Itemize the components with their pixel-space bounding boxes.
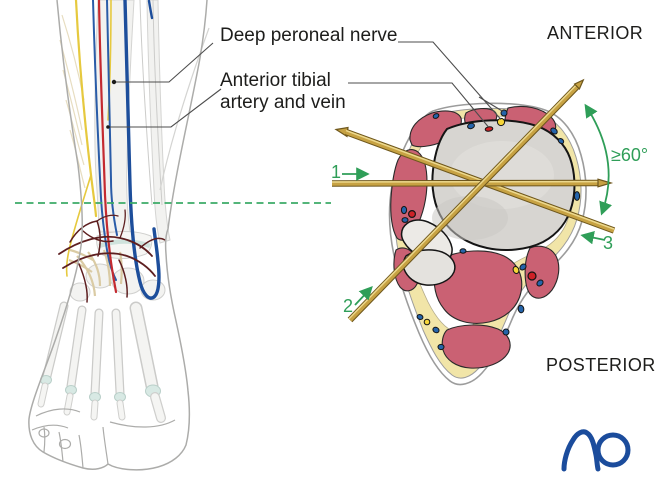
artery-dot — [484, 126, 494, 132]
anterior-tibial-vein-right — [106, 0, 118, 236]
vein-dot — [437, 343, 445, 351]
leg-outline — [28, 0, 208, 471]
cross-section — [388, 102, 587, 386]
anterior-tibial-artery — [97, 0, 118, 294]
short-vein — [147, 0, 154, 20]
label-pin-2: 2 — [343, 296, 354, 316]
leader-dot — [111, 79, 117, 85]
tibia-shading — [432, 196, 508, 240]
leader-deep-peroneal-left — [114, 42, 214, 83]
ao-logo-o — [595, 432, 631, 468]
fibula-ghost — [146, 0, 171, 244]
leader-lines — [106, 41, 504, 129]
nerve-dot — [423, 318, 431, 326]
green-annotations — [342, 103, 612, 306]
angle-arc — [584, 103, 612, 216]
vein-dot — [400, 205, 408, 215]
ao-logo-a — [561, 429, 601, 472]
pin-2 — [347, 78, 585, 323]
vein-dot — [502, 328, 510, 336]
toe-creases — [31, 408, 176, 469]
artery-dot — [408, 210, 417, 219]
tarsal-bone — [111, 267, 145, 295]
label-deep-peroneal-nerve: Deep peroneal nerve — [220, 25, 398, 46]
leg-vessels — [65, 0, 161, 300]
muscle-striations — [59, 14, 86, 189]
vein-dot — [517, 304, 525, 314]
metatarsals — [42, 301, 159, 398]
superficial-peroneal-nerve — [74, 0, 98, 218]
muscle-right-lower — [524, 245, 560, 299]
anterior-tibial-vein-left — [92, 0, 117, 281]
vein-dot — [550, 127, 558, 135]
label-angle: ≥60° — [611, 145, 649, 165]
vein-dot — [557, 137, 565, 145]
nerve-dot — [496, 117, 506, 127]
arrow-pin-2 — [354, 286, 373, 306]
ankle-joint-space — [98, 239, 151, 249]
vein-dot — [459, 248, 467, 254]
leader-anterior-tibial-right — [348, 82, 489, 127]
leader-deep-peroneal-right — [398, 41, 502, 120]
muscles — [390, 105, 572, 369]
vein-dot — [416, 314, 424, 320]
label-pin-1: 1 — [331, 162, 342, 182]
label-anterior: ANTERIOR — [547, 23, 644, 43]
label-anterior-tibial-line2: artery and vein — [220, 92, 346, 113]
arrow-pin-3 — [580, 231, 606, 245]
vein-dot — [573, 191, 581, 201]
pin-1 — [331, 178, 614, 188]
nerve-branch — [65, 174, 92, 277]
toe-joint-caps — [40, 375, 161, 402]
toenail — [58, 438, 72, 450]
nerve-dot — [512, 265, 520, 275]
leader-dot — [106, 125, 110, 129]
toenail — [38, 428, 50, 438]
leader-branch — [478, 96, 504, 112]
label-anterior-tibial-line1: Anterior tibial — [220, 70, 331, 91]
vein-dot — [467, 122, 475, 130]
vein-dot — [536, 279, 544, 287]
label-posterior: POSTERIOR — [546, 355, 656, 375]
vein-dot — [519, 263, 527, 271]
leg-tendon-lines — [139, 0, 210, 206]
leg-illustration — [15, 0, 331, 471]
leader-anterior-tibial-left — [108, 88, 222, 128]
ankle-artery-network — [58, 209, 166, 303]
vein-dot — [432, 326, 440, 334]
label-pin-3: 3 — [603, 233, 614, 253]
ao-logo — [561, 429, 631, 472]
pin-2-tip — [573, 78, 585, 90]
artery-dot — [527, 271, 537, 281]
vein-dot — [432, 113, 440, 119]
muscle-posterior-low — [441, 324, 511, 369]
vein-dot — [401, 217, 409, 223]
phalanges — [37, 382, 166, 423]
saphenous-vein — [123, 0, 161, 300]
